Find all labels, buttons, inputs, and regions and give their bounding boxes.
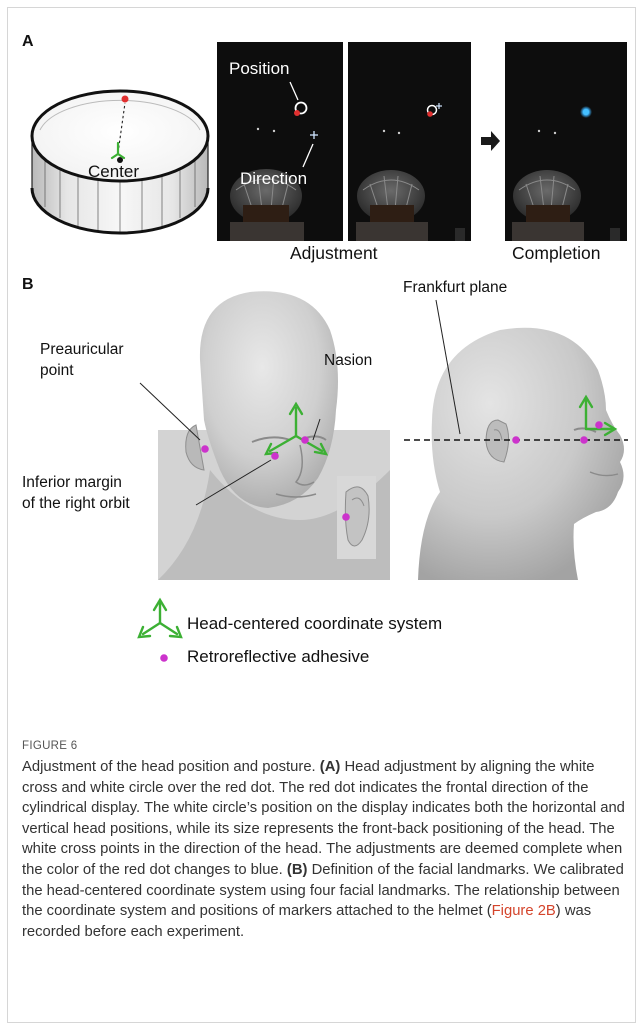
legend-coordinate-icon (139, 600, 181, 637)
adjustment-label: Adjustment (290, 243, 378, 264)
frankfurt-plane-label: Frankfurt plane (403, 279, 507, 297)
progress-arrow-icon (481, 131, 500, 151)
completion-label: Completion (512, 243, 601, 264)
caption-intro: Adjustment of the head position and post… (22, 759, 316, 775)
head-profile-illustration (418, 328, 624, 580)
caption-a-tag: (A) (320, 759, 341, 775)
nasion-label: Nasion (324, 352, 372, 370)
direction-label: Direction (240, 169, 307, 189)
marker-preauricular-front (201, 445, 209, 453)
center-label: Center (88, 162, 139, 182)
inferior-margin-label-line2: of the right orbit (22, 495, 130, 513)
position-label: Position (229, 59, 289, 79)
marker-orbit-front (271, 452, 279, 460)
marker-preauricular-profile (512, 436, 520, 444)
marker-nasion-profile (595, 421, 603, 429)
marker-nasion-front (301, 436, 309, 444)
legend-adhesive-label: Retroreflective adhesive (187, 647, 369, 667)
figure-2b-link[interactable]: Figure 2B (492, 903, 556, 919)
ear-inset-illustration (337, 476, 376, 559)
caption-b-tag: (B) (287, 862, 308, 878)
panel-a-letter: A (22, 33, 34, 51)
legend-adhesive-dot (160, 654, 168, 662)
inferior-margin-label-line1: Inferior margin (22, 474, 122, 492)
photo-completion (505, 42, 627, 241)
preauricular-label-line2: point (40, 362, 74, 380)
red-dot (294, 110, 300, 116)
photo-adjustment-2 (348, 42, 471, 241)
red-dot-marker (122, 96, 129, 103)
marker-orbit-profile (580, 436, 588, 444)
figure-number: FIGURE 6 (22, 740, 77, 752)
legend-coordinate-label: Head-centered coordinate system (187, 614, 442, 634)
figure-caption: Adjustment of the head position and post… (22, 757, 626, 942)
caption-a-text: Head adjustment by aligning the white cr… (22, 759, 625, 878)
preauricular-label-line1: Preauricular (40, 341, 124, 359)
panel-b-letter: B (22, 276, 34, 294)
